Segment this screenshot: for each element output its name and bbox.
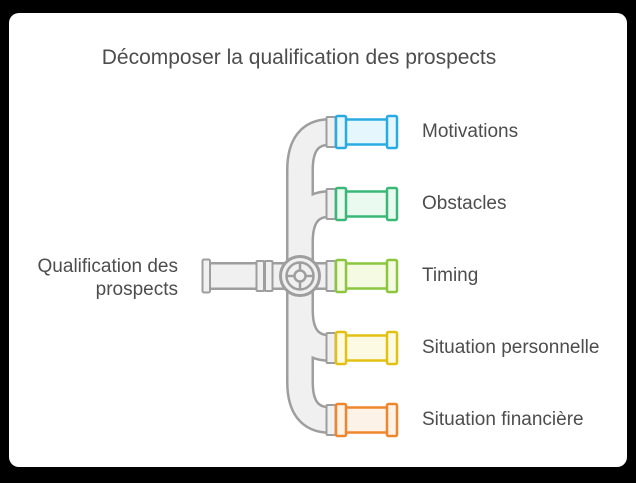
page-title: Décomposer la qualification des prospect… (101, 46, 497, 69)
outlet-pipe-motivations (325, 114, 399, 150)
branch-label-timing: Timing (422, 265, 479, 286)
outlet-flange-timing (325, 260, 337, 292)
outlet-collar-left-motivations (334, 114, 348, 150)
outlet-collar-left-timing (334, 258, 348, 294)
outlet-flange-obstacles (325, 188, 337, 220)
source-pipe-label: Qualification des prospects (0, 255, 178, 301)
outlet-collar-left-situation-personnelle (334, 330, 348, 366)
outlet-collar-right-timing (385, 258, 399, 294)
outlet-body-motivations (342, 118, 392, 146)
valve-wheel-icon (279, 255, 321, 297)
outlet-collar-left-obstacles (334, 186, 348, 222)
outlet-body-obstacles (342, 190, 392, 218)
outlet-body-timing (342, 262, 392, 290)
outlet-flange-motivations (325, 116, 337, 148)
branch-label-obstacles: Obstacles (422, 193, 507, 214)
outlet-pipe-timing (325, 258, 399, 294)
outlet-body-situation-personnelle (342, 334, 392, 362)
outlet-collar-left-situation-financiere (334, 402, 348, 438)
outlet-body-situation-financiere (342, 406, 392, 434)
outlet-flange-situation-financiere (325, 404, 337, 436)
valve-hub (293, 269, 307, 283)
outlet-pipe-situation-personnelle (325, 330, 399, 366)
outlet-pipes (325, 114, 399, 438)
branch-label-situation-financiere: Situation financière (422, 409, 584, 430)
outlet-collar-right-obstacles (385, 186, 399, 222)
source-pipe-label-line1: Qualification des (37, 256, 178, 277)
outlet-pipe-obstacles (325, 186, 399, 222)
outlet-pipe-situation-financiere (325, 402, 399, 438)
outlet-flange-situation-personnelle (325, 332, 337, 364)
branch-label-situation-personnelle: Situation personnelle (422, 337, 600, 358)
source-pipe-label-line2: prospects (95, 279, 178, 300)
outlet-collar-right-situation-financiere (385, 402, 399, 438)
branch-label-motivations: Motivations (422, 121, 519, 142)
inlet-end-cap (201, 258, 211, 294)
diagram-panel (9, 13, 627, 467)
outlet-collar-right-situation-personnelle (385, 330, 399, 366)
outlet-collar-right-motivations (385, 114, 399, 150)
inlet-flange-bar-1 (255, 260, 265, 292)
inlet-flange-bar-2 (264, 260, 274, 292)
